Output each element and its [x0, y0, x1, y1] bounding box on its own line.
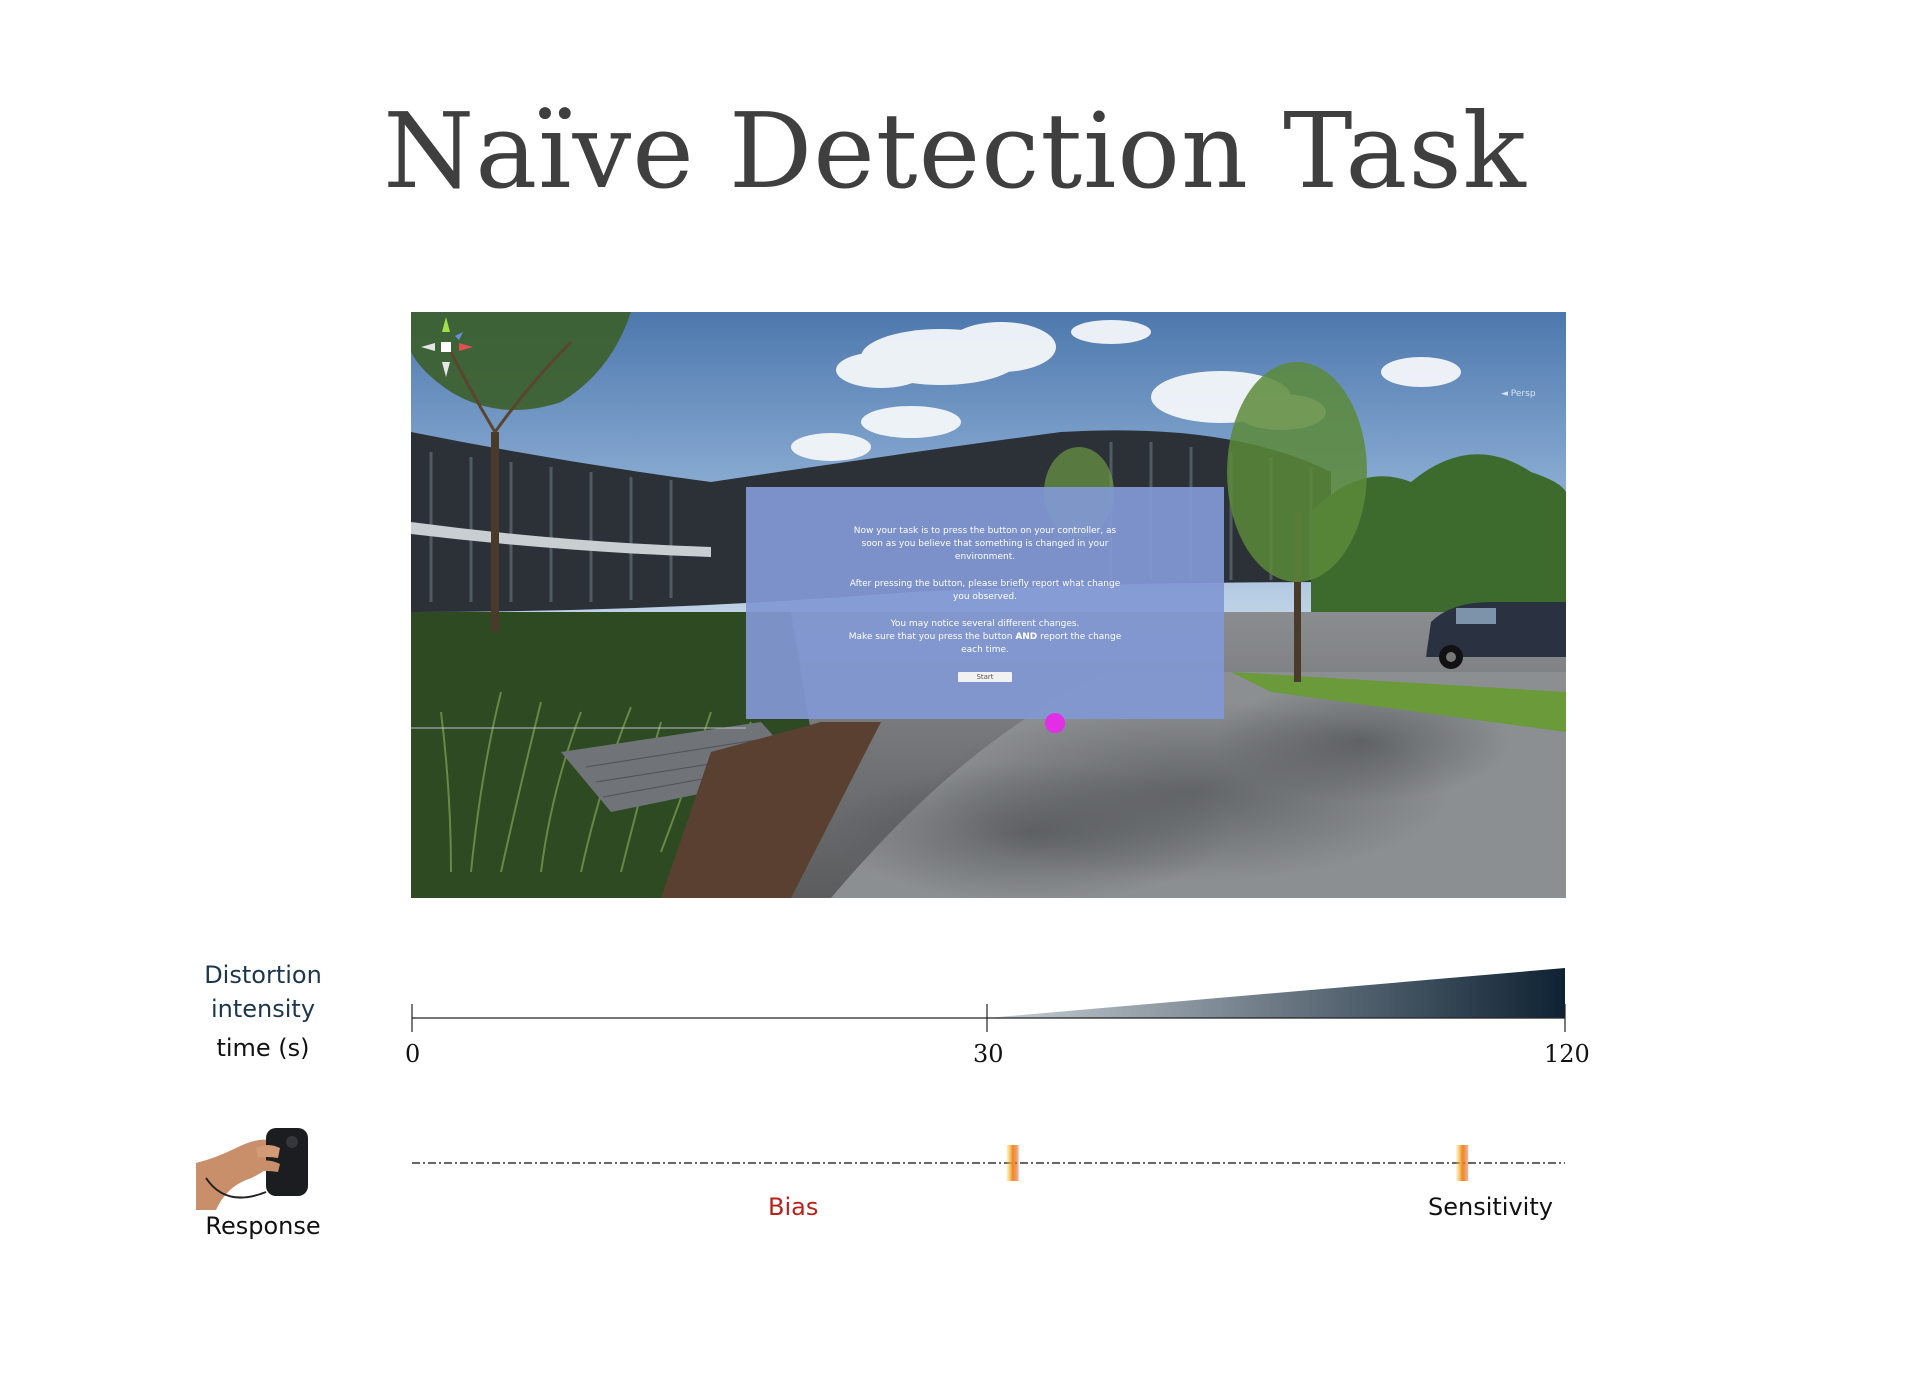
dialog-text-1: Now your task is to press the button on … [853, 526, 1117, 562]
instruction-dialog: Now your task is to press the button on … [746, 487, 1224, 719]
vr-scene-screenshot: Now your task is to press the button on … [411, 312, 1566, 898]
scene-illustration [411, 312, 1566, 898]
sensitivity-response-marker [1456, 1145, 1469, 1181]
distortion-label-line2: intensity [210, 995, 316, 1023]
sensitivity-label: Sensitivity [1428, 1193, 1553, 1221]
response-label: Response [205, 1212, 321, 1240]
scene-gizmo-icon[interactable] [411, 312, 481, 382]
page-title: Naïve Detection Task [383, 90, 1527, 212]
perspective-label[interactable]: ◄ Persp [1501, 389, 1536, 399]
dialog-text-3b-post: report the change each time. [961, 632, 1122, 655]
dialog-text-3a: You may notice several different changes… [890, 619, 1080, 629]
tick-label-120: 120 [1544, 1040, 1590, 1068]
dialog-text-3b-pre: Make sure that you press the button [848, 632, 1016, 642]
controller-pointer-dot [1045, 713, 1065, 733]
hand-controller-icon [196, 1128, 308, 1210]
dialog-text-3: You may notice several different changes… [845, 618, 1125, 657]
distortion-label-line1: Distortion [204, 961, 322, 989]
dialog-text-2: After pressing the button, please briefl… [849, 579, 1121, 602]
dialog-text-3b-bold: AND [1015, 632, 1038, 642]
start-button[interactable]: Start [958, 672, 1012, 682]
distortion-ramp [987, 968, 1565, 1018]
bias-response-marker [1006, 1145, 1019, 1181]
tick-label-30: 30 [973, 1040, 1004, 1068]
time-axis-ticks [411, 1004, 1566, 1032]
time-axis-label: time (s) [216, 1034, 310, 1062]
tick-label-0: 0 [405, 1040, 421, 1068]
bias-label: Bias [768, 1193, 819, 1221]
distortion-intensity-label: Distortion intensity [183, 958, 343, 1026]
